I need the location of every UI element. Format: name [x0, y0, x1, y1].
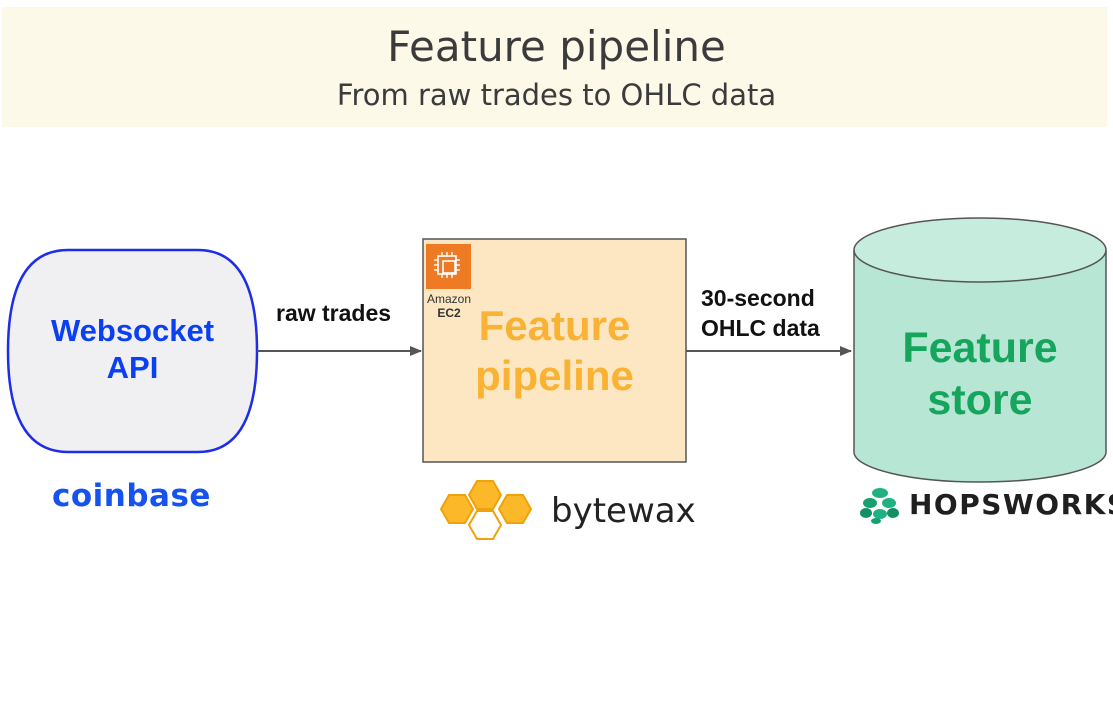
feature-store-node — [853, 217, 1107, 483]
ec2-host-line1: Amazon — [426, 292, 472, 306]
hopsworks-logo: HOPSWORKS — [909, 488, 1113, 521]
websocket-api-node — [6, 248, 259, 454]
feature-pipeline-label: Feature pipeline — [423, 301, 686, 402]
feature-store-label: Feature store — [854, 323, 1106, 426]
feature-store-label-line2: store — [927, 375, 1033, 424]
page-subtitle: From raw trades to OHLC data — [336, 78, 777, 112]
feature-pipeline-label-line1: Feature — [478, 302, 631, 349]
edge-ohlc-label-line1: 30-second — [701, 285, 815, 311]
edge-ohlc-label-line2: OHLC data — [701, 314, 820, 341]
hopsworks-hop-icon — [860, 488, 899, 524]
page-title: Feature pipeline — [387, 22, 726, 71]
websocket-api-label-line1: Websocket — [50, 313, 215, 348]
ec2-host-line2: EC2 — [437, 306, 461, 321]
title-banner — [2, 7, 1107, 127]
feature-pipeline-label-line2: pipeline — [475, 352, 634, 400]
coinbase-logo: coinbase — [52, 478, 211, 514]
websocket-api-label-line2: API — [106, 350, 159, 386]
bytewax-hexagon-icon — [439, 480, 533, 540]
ec2-chip-icon — [426, 244, 471, 289]
websocket-api-label: Websocket API — [8, 312, 257, 386]
edge-raw-trades-label: raw trades — [276, 300, 392, 326]
bytewax-logo: bytewax — [551, 491, 696, 531]
edge-ohlc-label: 30-second OHLC data — [701, 284, 820, 344]
feature-store-label-line1: Feature — [902, 324, 1058, 372]
ec2-host-label: Amazon EC2 — [422, 292, 476, 321]
